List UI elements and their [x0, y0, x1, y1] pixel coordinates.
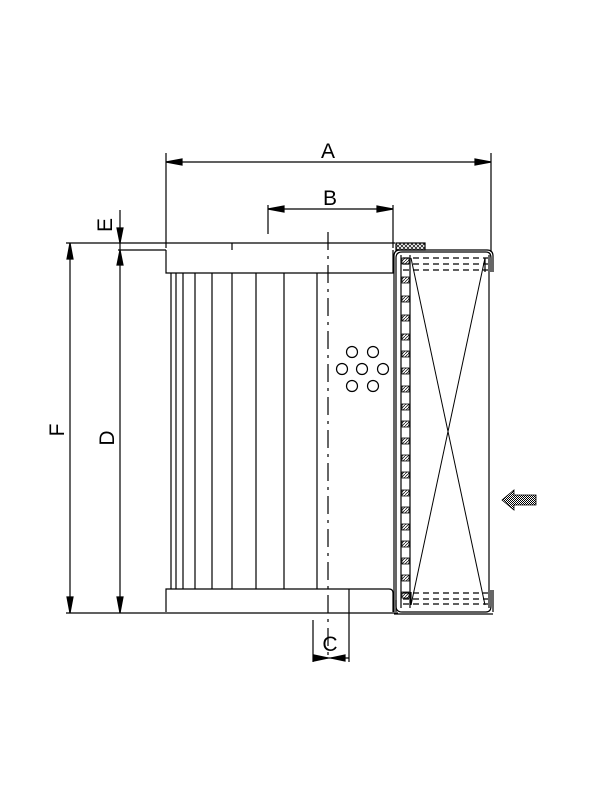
flow-direction-arrow [501, 489, 537, 511]
label-b: B [323, 187, 337, 210]
cutaway-housing [393, 249, 494, 615]
dimension-c [312, 589, 350, 662]
label-c: C [322, 633, 337, 656]
wall-hatch [401, 257, 410, 599]
label-a: A [321, 140, 335, 163]
label-f: F [46, 424, 69, 437]
perforated-center-tube [335, 345, 390, 393]
dimension-b [267, 205, 394, 248]
label-e: E [94, 218, 117, 232]
pleated-filter-media [170, 273, 318, 589]
top-end-cap [165, 243, 394, 274]
dimension-f [66, 242, 74, 614]
seal-gasket [395, 242, 426, 251]
bottom-end-cap [165, 588, 394, 612]
label-d: D [96, 430, 119, 445]
dimension-a [165, 153, 492, 252]
dimension-e [116, 210, 124, 613]
